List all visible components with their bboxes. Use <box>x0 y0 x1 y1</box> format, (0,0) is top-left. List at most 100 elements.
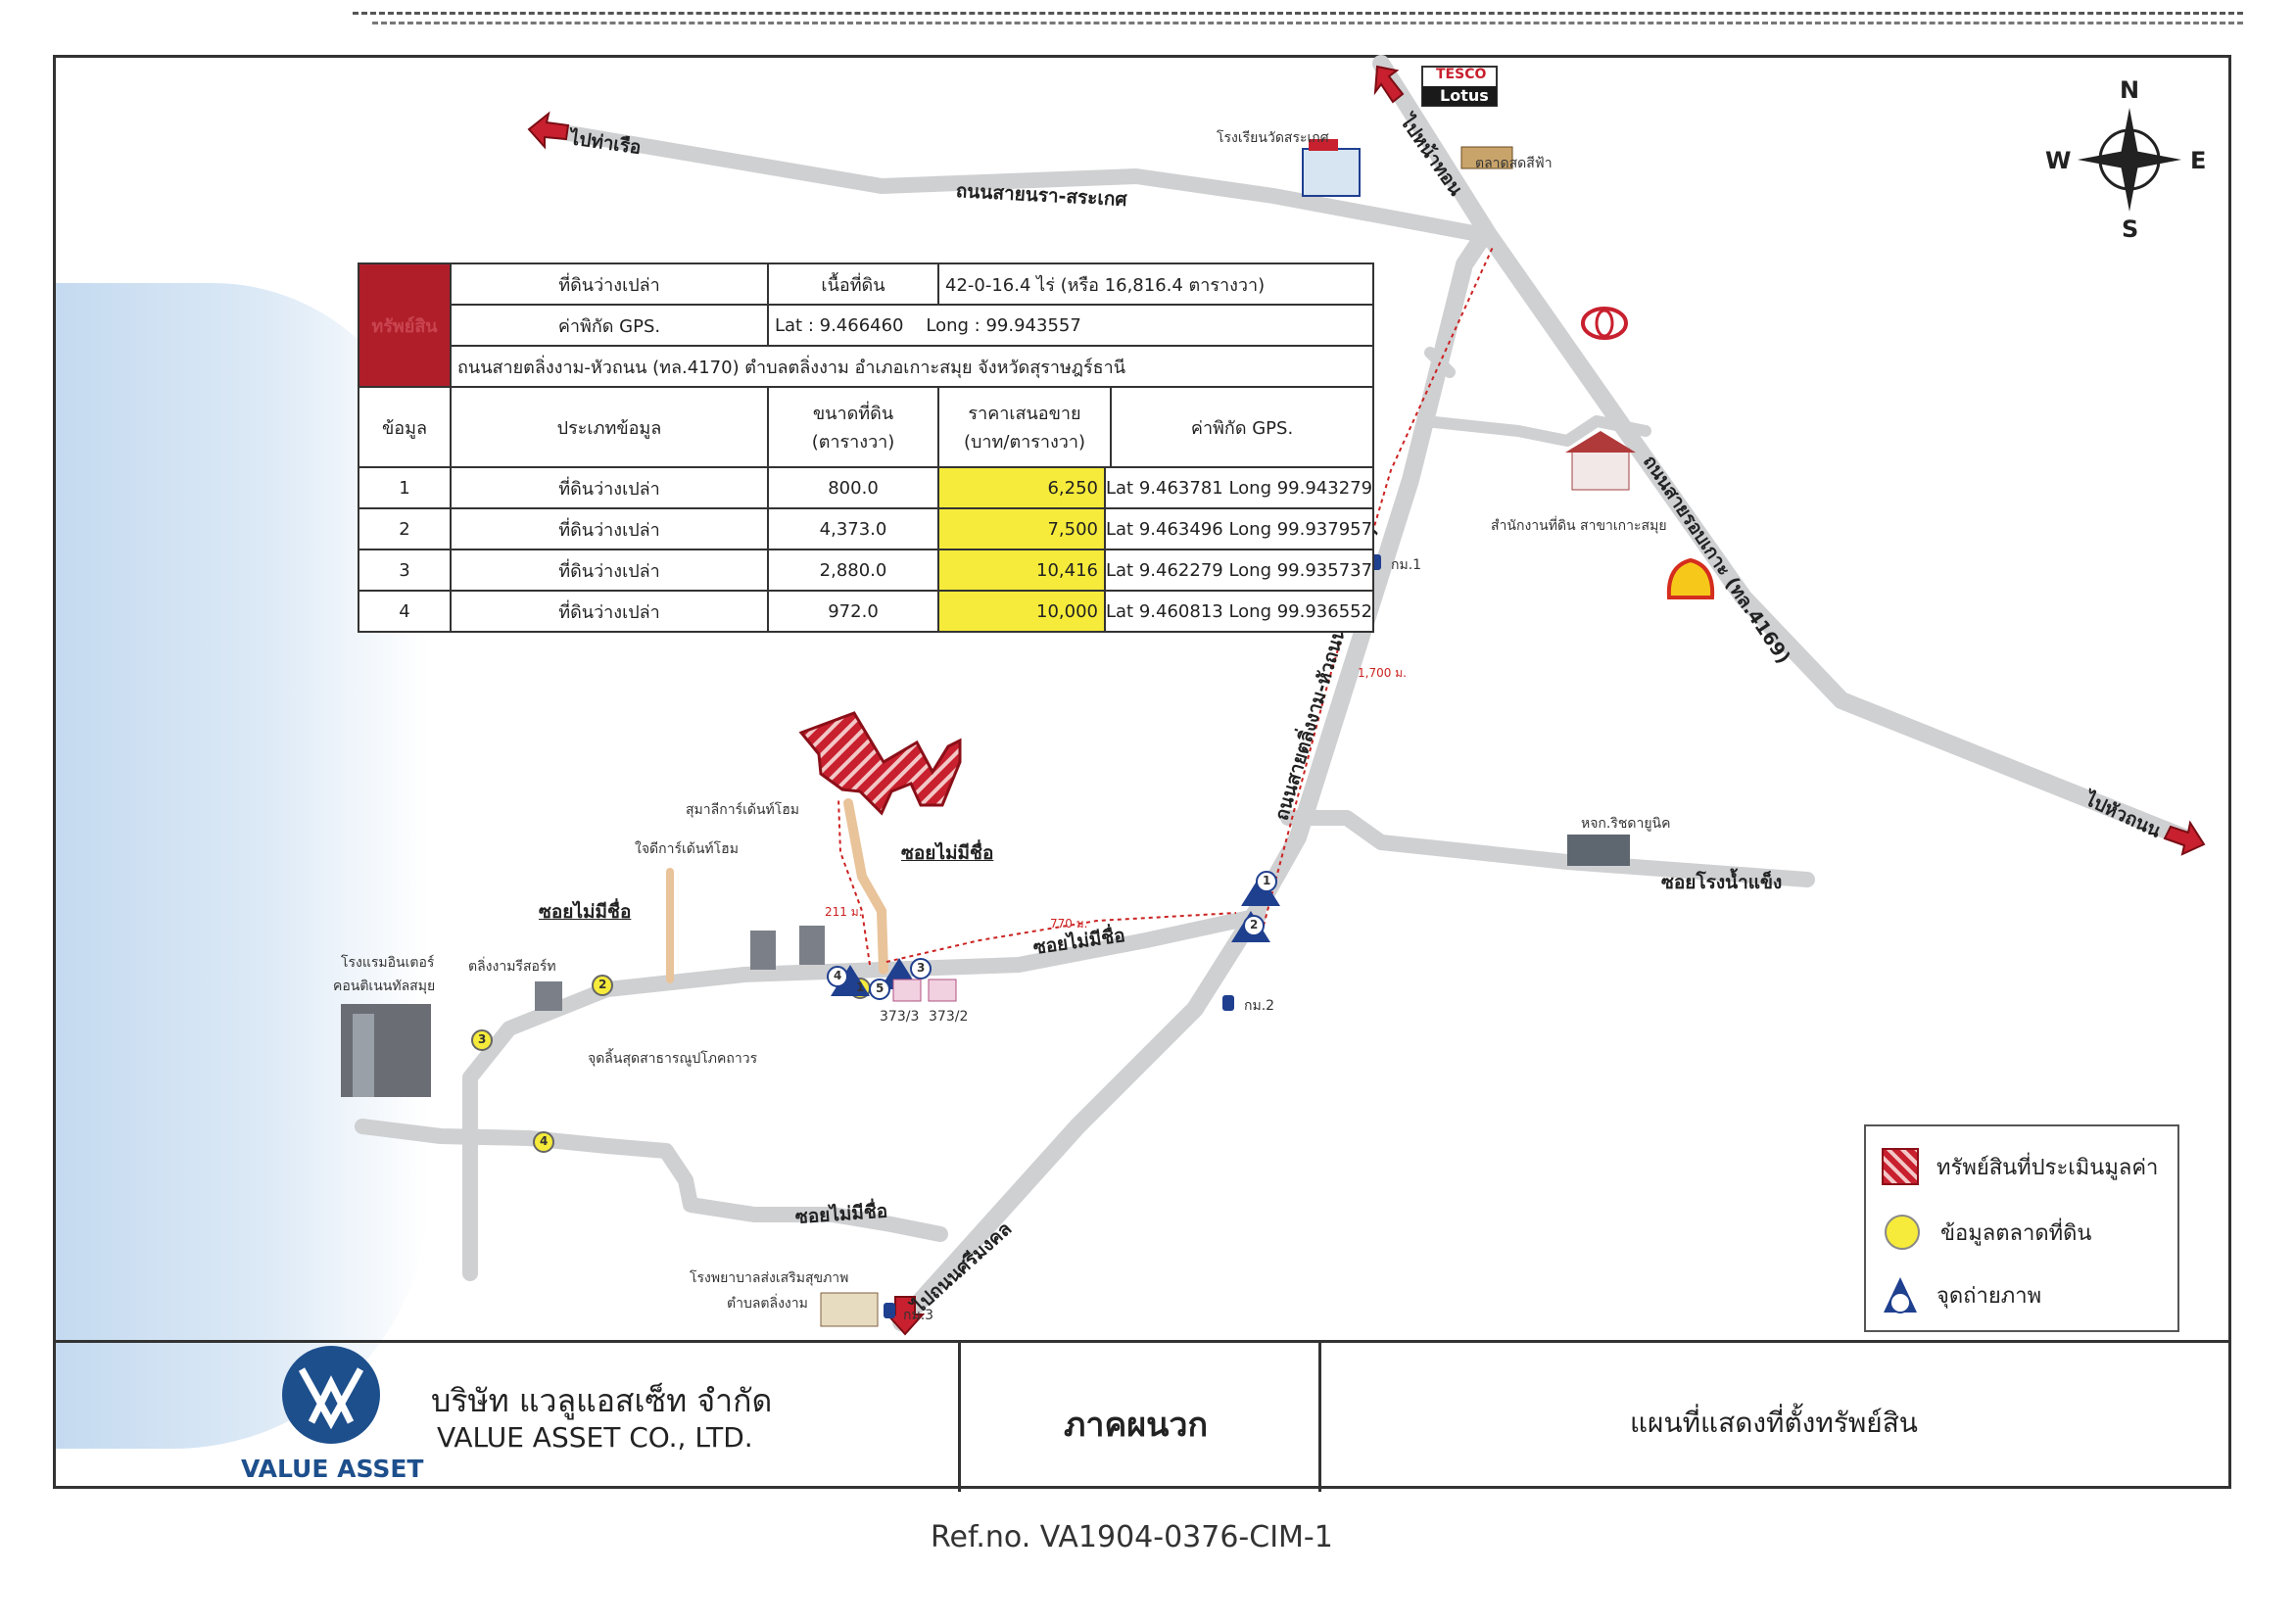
legend-photo-label: จุดถ่ายภาพ <box>1936 1283 2042 1309</box>
hotel-building-front <box>353 1014 374 1097</box>
photo-point-4-label: 4 <box>834 969 842 982</box>
data-marker-3 <box>471 1029 493 1051</box>
ice-factory-building <box>1567 835 1630 866</box>
toyota-logo-outer <box>1581 307 1628 340</box>
hospital-building <box>820 1292 879 1327</box>
label-hospital-line1: โรงพยาบาลส่งเสริมสุขภาพ <box>690 1270 849 1286</box>
data-point-4-label: 4 <box>540 1134 549 1148</box>
photo-marker-3-circle <box>910 958 932 979</box>
house-373-3 <box>892 979 922 1002</box>
row-1-gps: Lat 9.463781 Long 99.943279 <box>1106 477 1373 499</box>
label-house-373-3: 373/3 <box>880 1009 920 1025</box>
table-row-location: ถนนสายตลิ่งงาม-หัวถนน (ทล.4170) ตำบลตลิ่… <box>359 345 1375 388</box>
label-km1: กม.1 <box>1391 557 1422 573</box>
arrows <box>527 65 2206 1336</box>
compass-rose <box>2078 108 2181 212</box>
land-office-roof <box>1565 431 1636 453</box>
row-2-type: ที่ดินว่างเปล่า <box>450 507 769 550</box>
table-row-land: ทรัพย์สิน ที่ดินว่างเปล่า เนื้อที่ดิน 42… <box>358 263 1375 388</box>
property-info-table: ทรัพย์สิน ที่ดินว่างเปล่า เนื้อที่ดิน 4 2… <box>358 263 1375 633</box>
roads <box>355 55 2193 1331</box>
row-2-size: 4,373.0 <box>767 507 939 550</box>
compass-s: S <box>2122 215 2139 243</box>
photo-point-3-label: 3 <box>917 961 926 975</box>
row-3-price: 10,416 <box>939 550 1106 590</box>
legend-property-swatch <box>1882 1148 1919 1185</box>
road-soi-lower <box>355 1119 948 1242</box>
tesco-logo-band <box>1422 86 1497 106</box>
row-1-size: 800.0 <box>767 466 939 509</box>
access-lanes <box>666 798 888 983</box>
road-nara-sakes <box>555 124 1492 243</box>
suma-building <box>799 926 825 965</box>
shell-logo-shape <box>1666 557 1715 599</box>
legend-data-label: ข้อมูลตลาดที่ดิน <box>1940 1220 2092 1246</box>
photo-marker-5-circle <box>869 979 890 1000</box>
table-row-gps: ค่าพิกัด GPS. Lat : 9.466460 Long : 99.9… <box>359 304 1375 347</box>
compass-n: N <box>2120 76 2140 104</box>
arrow-hua-thanon <box>2163 820 2206 856</box>
photo-point-5-label: 5 <box>876 981 885 995</box>
header-price-gps: ราคาเสนอขาย(บาท/ตารางวา) ค่าพิกัด GPS. <box>936 386 1375 468</box>
property-label-cell: ทรัพย์สิน <box>358 263 452 388</box>
label-dist-1700: 1,700 ม. <box>1358 666 1407 680</box>
label-tesco-bottom: Lotus <box>1440 86 1489 105</box>
shell-logo <box>1666 557 1715 599</box>
label-hotel-line1: โรงแรมอินเตอร์ <box>341 955 435 971</box>
road-soi-main <box>462 908 1267 1281</box>
label-suma-home: สุมาลีการ์เด้นท์โฮม <box>686 802 800 818</box>
house-373-2 <box>928 979 957 1002</box>
header-size: ขนาดที่ดิน(ตารางวา) <box>767 386 939 468</box>
photo-marker-4-circle <box>827 966 848 987</box>
label-school: โรงเรียนวัดสระเกศ <box>1217 130 1329 146</box>
label-land-office: สำนักงานที่ดิน สาขาเกาะสมุย <box>1491 518 1667 534</box>
row-4-no: 4 <box>358 590 452 633</box>
land-type-cell: ที่ดินว่างเปล่า <box>450 263 769 306</box>
label-hospital-line2: ตำบลตลิ่งงาม <box>727 1296 808 1312</box>
header-price-1: ราคาเสนอขาย <box>968 404 1081 424</box>
land-office-building <box>1571 448 1630 491</box>
label-rich-ice: หจก.ริชดายูนิค <box>1581 816 1671 832</box>
footer: VALUE ASSET บริษัท แวลูแอสเซ็ท จำกัด VAL… <box>53 1340 2231 1492</box>
area-label-cell: เนื้อที่ดิน <box>767 263 939 306</box>
row-4-type: ที่ดินว่างเปล่า <box>450 590 769 633</box>
row-4-size: 972.0 <box>767 590 939 633</box>
row-3-size: 2,880.0 <box>767 549 939 592</box>
legend-row-data: ข้อมูลตลาดที่ดิน <box>1882 1215 2091 1250</box>
label-km2: กม.2 <box>1244 998 1275 1014</box>
photo-markers <box>827 871 1280 1000</box>
company-name-th: บริษัท แวลูแอสเซ็ท จำกัด <box>431 1382 773 1419</box>
legend-row-property: ทรัพย์สินที่ประเมินมูลค่า <box>1882 1148 2158 1185</box>
header-type: ประเภทข้อมูล <box>450 386 769 468</box>
toyota-logo <box>1581 307 1628 340</box>
row-2-no: 2 <box>358 507 452 550</box>
header-size-1: ขนาดที่ดิน <box>812 404 894 424</box>
jidi-building <box>750 931 776 970</box>
data-marker-2 <box>592 975 613 996</box>
compass-e: E <box>2190 147 2207 174</box>
km-post-3 <box>884 1303 895 1318</box>
location-cell: ถนนสายตลิ่งงาม-หัวถนน (ทล.4170) ตำบลตลิ่… <box>449 345 1375 388</box>
gps-lat: Lat : 9.466460 <box>775 314 904 336</box>
label-hotel-line2: คอนติเนนทัลสมุย <box>333 979 436 994</box>
arrow-tha-rua <box>527 111 570 150</box>
road-ring <box>1372 55 2193 846</box>
label-tesco-top: TESCO <box>1436 67 1487 82</box>
lane-to-property <box>843 798 888 975</box>
header-data: ข้อมูล <box>358 386 452 468</box>
gps-value-cell: Lat : 9.466460 Long : 99.943557 <box>766 304 1375 347</box>
data-marker-4 <box>533 1131 554 1153</box>
dist-line-211 <box>837 797 871 966</box>
label-soi-nameless-2: ซอยไม่มีชื่อ <box>901 842 994 864</box>
road-branch-land-office <box>1419 415 1651 447</box>
road-ice-factory <box>1280 810 1815 887</box>
dashed-border-top <box>353 12 2243 15</box>
label-pole: จุดลิ้นสุดสาธารณูปโภคถาวร <box>588 1051 758 1067</box>
label-dist-211: 211 ม. <box>825 905 863 919</box>
